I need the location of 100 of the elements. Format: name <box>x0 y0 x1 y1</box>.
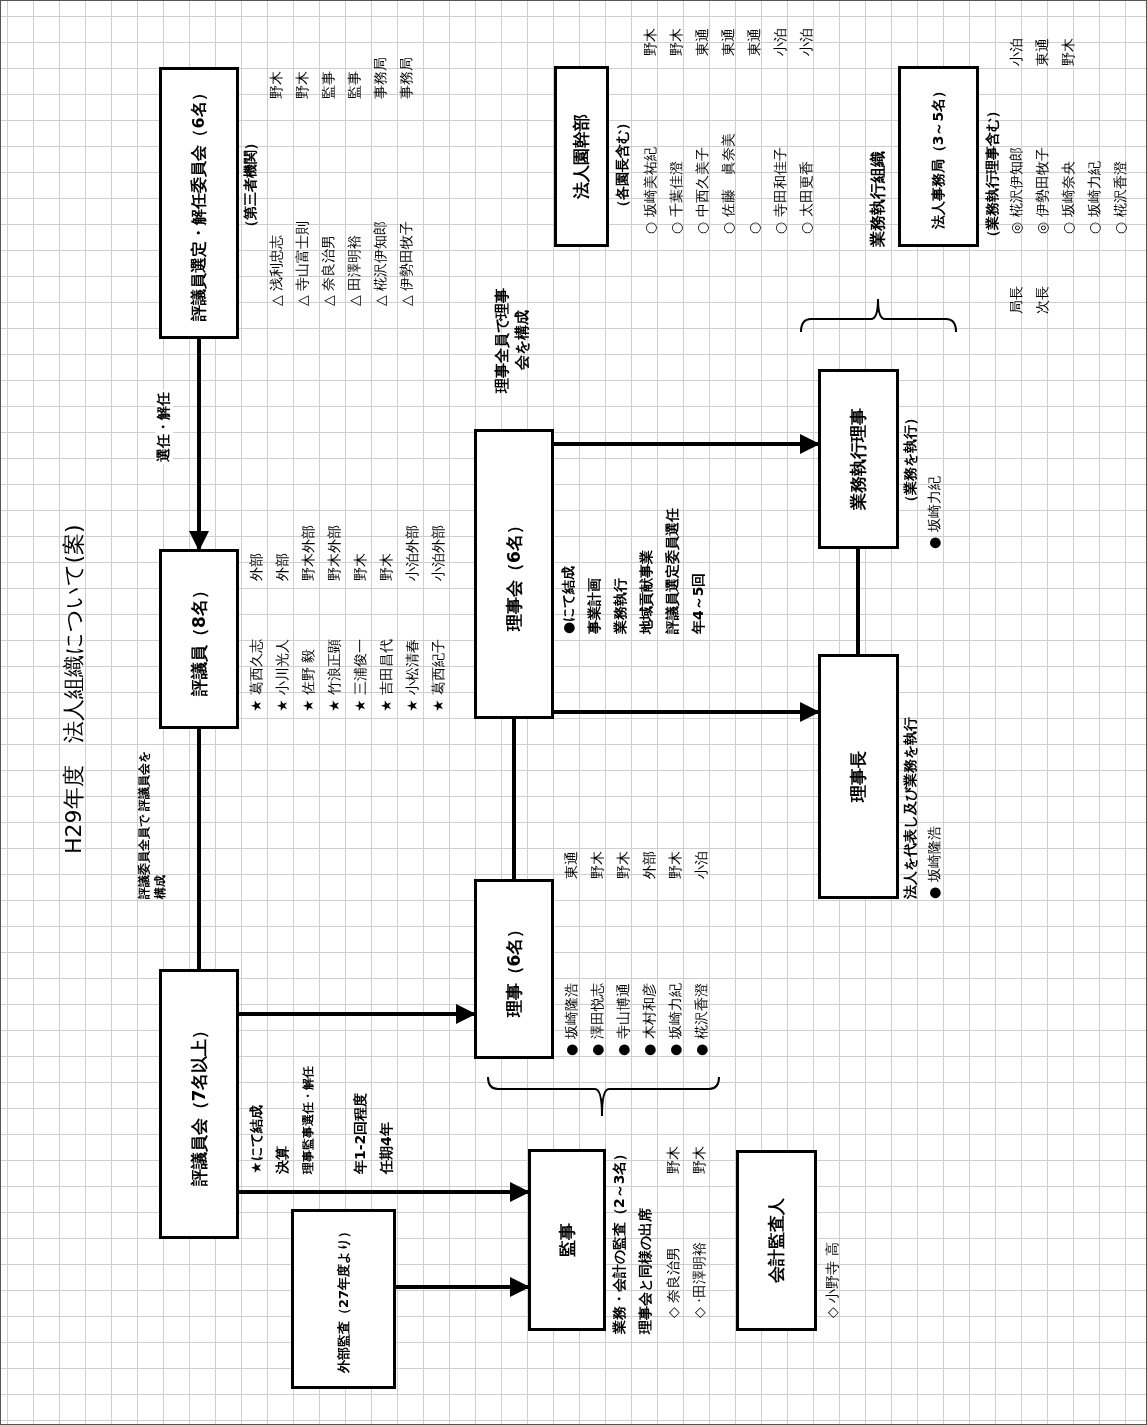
affiliation-text: 東通 <box>1033 38 1051 66</box>
member-name: ○ 坂崎力紀 <box>1085 161 1103 234</box>
member-name: ○ 寺田和佳子 <box>771 147 789 234</box>
node-note: 理事会と同様の出席 <box>636 1208 654 1334</box>
member-name: △ 伊勢田牧子 <box>397 220 415 306</box>
org-box <box>818 369 899 549</box>
member-name: △ 奈良治男 <box>319 234 337 306</box>
member-name: △ 浅利忠志 <box>267 234 285 306</box>
affiliation-text: 野木 <box>293 71 311 99</box>
node-note: （業務執行理事含む） <box>983 104 1001 244</box>
affiliation-text: 小泊 <box>771 28 789 56</box>
role-text: 次長 <box>1033 286 1051 314</box>
affiliation-text: 事務局 <box>371 57 389 99</box>
member-name: ○ 中西久美子 <box>693 147 711 234</box>
connector-line <box>396 1277 530 1297</box>
member-name: ★ 葛西紀子 <box>429 639 447 712</box>
member-name: ● 木村和彦 <box>640 983 658 1056</box>
box-title: 評議員会（7名以上） <box>187 1021 210 1187</box>
member-name: ★ 吉田昌代 <box>377 639 395 712</box>
member-name: △ 田澤明裕 <box>345 234 363 306</box>
member-name: ★ 佐野 毅 <box>299 648 317 712</box>
affiliation-text: 小泊外部 <box>403 525 421 581</box>
node-note: ★にて結成 <box>247 1105 265 1174</box>
member-name: ● 坂崎力紀 <box>666 983 684 1056</box>
org-box <box>291 1209 396 1389</box>
connector-line <box>554 702 820 722</box>
affiliation-text: 外部 <box>247 553 265 581</box>
affiliation-text: 野木 <box>666 851 684 879</box>
diagram-title: H29年度 法人組織について(案) <box>60 524 87 854</box>
affiliation-text: 小泊 <box>1007 38 1025 66</box>
member-name: ○ <box>745 221 763 234</box>
connector-line <box>856 549 860 654</box>
affiliation-text: 野木 <box>614 851 632 879</box>
affiliation-text: 野木 <box>664 1146 682 1174</box>
node-note: 理事監事選任・解任 <box>300 1066 316 1174</box>
affiliation-text: 野木 <box>351 553 369 581</box>
member-name: ◎ 伊勢田牧子 <box>1033 147 1051 234</box>
affiliation-text: 野木外部 <box>299 525 317 581</box>
role-text: 局長 <box>1007 286 1025 314</box>
affiliation-text: 外部 <box>640 851 658 879</box>
node-note: （第三者機関） <box>241 136 259 234</box>
member-name: ○ 佐藤 眞奈美 <box>719 133 737 234</box>
node-note: 業務執行 <box>611 578 629 634</box>
member-name: ● 坂崎隆浩 <box>562 983 580 1056</box>
affiliation-text: 野木 <box>377 553 395 581</box>
node-note: （各園長含む） <box>613 116 631 214</box>
member-name: ★ 三浦俊一 <box>351 639 369 712</box>
affiliation-text: 野木 <box>1059 38 1077 66</box>
connector-line <box>189 339 209 551</box>
member-name: ★ 小松清春 <box>403 639 421 712</box>
node-note: （業務を執行） <box>901 411 919 509</box>
org-box <box>159 67 239 339</box>
note-text: 評議委員全員で 評議員会を構成 <box>137 749 168 899</box>
affiliation-text: 野木 <box>690 1146 708 1174</box>
member-name: ◇ 奈良治男 <box>664 1246 682 1318</box>
connector-line <box>554 434 820 454</box>
edge-label: 選任・解任 <box>155 390 173 464</box>
affiliation-text: 小泊 <box>797 28 815 56</box>
affiliation-text: 監事 <box>345 71 363 99</box>
affiliation-text: 小泊 <box>692 851 710 879</box>
note-text: 理事全員で理事会を構成 <box>493 286 532 396</box>
member-name: ★ 竹浪正顕 <box>325 639 343 712</box>
org-box <box>474 429 554 719</box>
affiliation-text: 監事 <box>319 71 337 99</box>
member-name: △ 寺山富士則 <box>293 220 311 306</box>
member-name: △ 椛沢伊知郎 <box>371 220 389 306</box>
node-note: 業務・会計の監査（2～3名） <box>610 1146 628 1334</box>
org-box <box>159 549 239 729</box>
connector-line <box>239 1182 530 1202</box>
box-title: 法人事務局（3～5名） <box>929 83 948 230</box>
affiliation-text: 事務局 <box>397 57 415 99</box>
connector-line <box>512 719 516 879</box>
affiliation-text: 野木 <box>667 28 685 56</box>
member-name: ★ 小川光人 <box>273 639 291 712</box>
node-note: 評議員選定委員選任 <box>663 508 681 634</box>
box-title: 監事 <box>555 1223 578 1257</box>
section-heading: 業務執行組織 <box>867 150 888 247</box>
box-title: 評議員選定・解任委員会（6名） <box>188 85 210 321</box>
node-note: 決算 <box>273 1146 291 1174</box>
node-note: 年1-2回程度 <box>351 1092 369 1174</box>
box-title: 法人園幹部 <box>570 114 593 199</box>
member-name: ★ 葛西久志 <box>247 639 265 712</box>
box-title: 理事会（6名） <box>502 517 525 631</box>
connector-line <box>239 1004 476 1024</box>
node-note: 事業計画 <box>585 578 603 634</box>
member-name: ○ 椛沢香澄 <box>1111 161 1129 234</box>
affiliation-text: 東通 <box>719 28 737 56</box>
node-note: 地域貢献事業 <box>637 550 655 634</box>
box-title: 外部監査（27年度より） <box>334 1224 352 1374</box>
box-title: 理事（6名） <box>502 920 525 1018</box>
node-note: 任期4年 <box>377 1122 395 1174</box>
member-name: ○ 坂崎美祐紀 <box>641 147 659 234</box>
affiliation-text: 外部 <box>273 553 291 581</box>
org-box <box>159 969 239 1239</box>
affiliation-text: 野木 <box>641 28 659 56</box>
member-name: ◎ 椛沢伊知郎 <box>1007 147 1025 234</box>
affiliation-text: 小泊外部 <box>429 525 447 581</box>
org-box <box>736 1150 817 1331</box>
affiliation-text: 野木 <box>588 851 606 879</box>
org-box <box>554 66 609 247</box>
